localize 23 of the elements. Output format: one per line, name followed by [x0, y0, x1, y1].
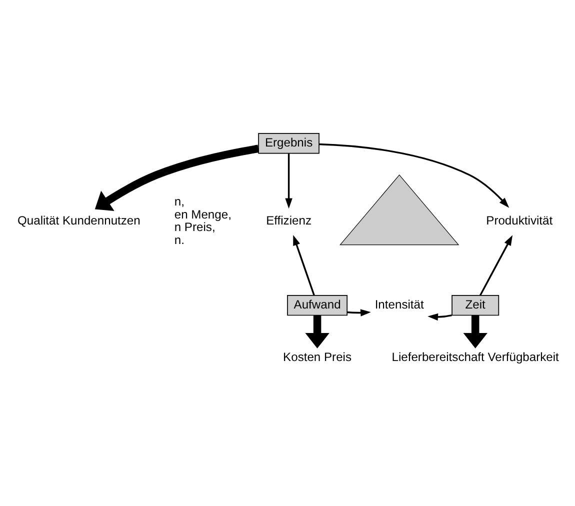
- node-triangle: [340, 174, 460, 245]
- node-box: Zeit: [452, 294, 500, 316]
- node-text: Effizienz: [266, 213, 312, 228]
- label: n Preis,: [174, 220, 216, 234]
- node-text: Produktivität: [486, 213, 553, 228]
- arrow: [305, 314, 330, 348]
- arrow: [428, 312, 452, 320]
- node-text: Lieferbereitschaft Verfügbarkeit: [392, 350, 559, 364]
- label: n,: [174, 194, 184, 208]
- node-text: Qualität Kundennutzen: [17, 213, 140, 228]
- arrow: [319, 142, 510, 208]
- arrow: [347, 308, 371, 316]
- arrow: [463, 314, 488, 348]
- label: n.: [174, 232, 184, 247]
- label: en Menge,: [174, 206, 232, 221]
- node-text: Kosten Preis: [283, 350, 352, 364]
- arrow: [285, 153, 292, 208]
- node-text: Intensität: [374, 297, 424, 312]
- arrow: [94, 144, 260, 210]
- node-box: Ergebnis: [258, 132, 320, 154]
- arrow: [293, 234, 315, 296]
- node-box: Aufwand: [287, 294, 348, 316]
- arrow: [479, 234, 513, 296]
